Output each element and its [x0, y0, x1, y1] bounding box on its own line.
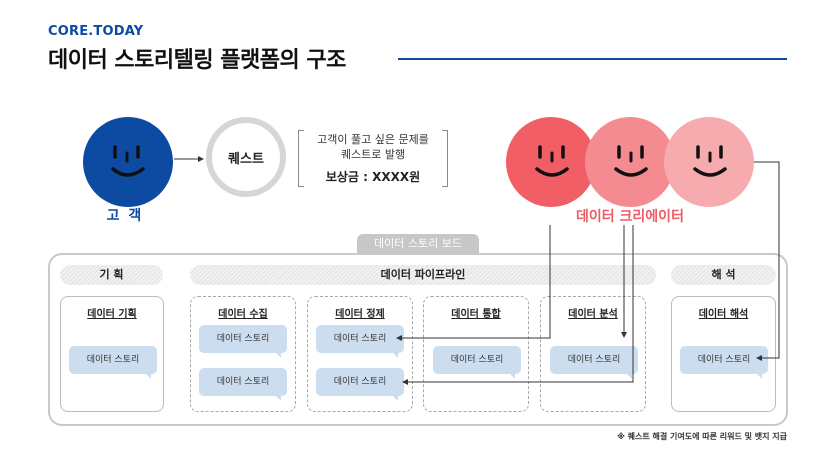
quest-label: 퀘스트: [228, 151, 264, 167]
stage-title: 데이터 통합: [451, 309, 501, 320]
story-bubble: 데이터 스토리: [316, 325, 404, 358]
stage-collection: 데이터 수집 데이터 스토리 데이터 스토리: [190, 296, 296, 412]
stage-planning: 데이터 기획 데이터 스토리: [60, 296, 164, 412]
quest-node: 퀘스트: [206, 117, 286, 197]
section-header-interpretation: 해 석: [671, 265, 776, 285]
creator-face-icon: [585, 117, 675, 207]
story-bubble: 데이터 스토리: [433, 346, 521, 379]
footnote: ※ 퀘스트 해결 기여도에 따른 리워드 및 뱃지 지급: [617, 432, 787, 441]
quest-desc-line1: 고객이 풀고 싶은 문제를: [317, 133, 429, 146]
customer-face-icon: [83, 117, 173, 207]
quest-reward: 보상금 : XXXX원: [325, 170, 421, 184]
stage-title: 데이터 정제: [335, 309, 385, 320]
board-tab: 데이터 스토리 보드: [357, 234, 479, 254]
stage-cleansing: 데이터 정제 데이터 스토리 데이터 스토리: [307, 296, 413, 412]
story-bubble: 데이터 스토리: [550, 346, 638, 379]
story-bubble: 데이터 스토리: [199, 325, 287, 358]
story-bubble: 데이터 스토리: [316, 368, 404, 401]
section-header-pipeline: 데이터 파이프라인: [190, 265, 656, 285]
quest-desc-line2: 퀘스트로 발행: [340, 148, 406, 161]
customer-label: 고 객: [106, 208, 144, 224]
creator-face-icon: [664, 117, 754, 207]
stage-integration: 데이터 통합 데이터 스토리: [423, 296, 529, 412]
stage-interpretation: 데이터 해석 데이터 스토리: [671, 296, 776, 412]
section-header-planning: 기 획: [60, 265, 163, 285]
creator-face-icon: [506, 117, 596, 207]
creator-label: 데이터 크리에이터: [576, 209, 684, 225]
stage-title: 데이터 해석: [698, 309, 749, 320]
page-title: 데이터 스토리텔링 플랫폼의 구조: [48, 48, 346, 73]
stage-analysis: 데이터 분석 데이터 스토리: [540, 296, 646, 412]
story-bubble: 데이터 스토리: [680, 346, 768, 379]
stage-title: 데이터 기획: [87, 309, 137, 320]
story-bubble: 데이터 스토리: [199, 368, 287, 401]
story-bubble: 데이터 스토리: [69, 346, 157, 379]
quest-description: 고객이 풀고 싶은 문제를 퀘스트로 발행 보상금 : XXXX원: [298, 130, 448, 187]
stage-title: 데이터 수집: [218, 309, 268, 320]
brand-label: CORE.TODAY: [48, 24, 144, 39]
title-rule: [398, 58, 787, 60]
stage-title: 데이터 분석: [568, 309, 618, 320]
